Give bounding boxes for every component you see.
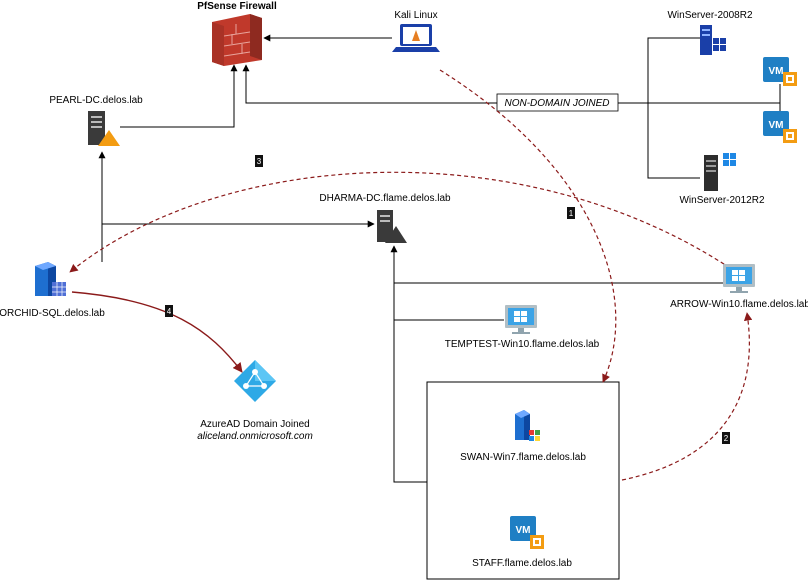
kali-logo-icon: [412, 30, 420, 41]
pearl-dc-node[interactable]: PEARL-DC.delos.lab: [49, 95, 143, 146]
azuread-node[interactable]: AzureAD Domain Joined aliceland.onmicros…: [197, 360, 313, 442]
vm-label: VM: [769, 66, 784, 77]
svg-text:1: 1: [569, 209, 574, 218]
arrow-label: ARROW-Win10.flame.delos.lab: [670, 299, 808, 310]
winserver-2012-node[interactable]: WinServer-2012R2: [679, 153, 765, 206]
winserver-2008-label: WinServer-2008R2: [667, 10, 752, 21]
temptest-node[interactable]: TEMPTEST-Win10.flame.delos.lab: [445, 305, 600, 350]
swan-node[interactable]: SWAN-Win7.flame.delos.lab: [460, 410, 586, 463]
dc-triangle-icon: [385, 226, 407, 243]
attack-paths: [69, 69, 753, 481]
link-pearl-firewall: [120, 64, 238, 128]
step-marker-4: 4: [165, 305, 173, 317]
warning-icon: [98, 130, 120, 146]
vm-badge-icon: [783, 129, 797, 143]
staff-label: STAFF.flame.delos.lab: [472, 558, 572, 569]
orchid-sql-label: ORCHID-SQL.delos.lab: [0, 308, 105, 319]
svg-text:4: 4: [167, 307, 172, 316]
link-winserver-bus: [647, 37, 700, 179]
vm-node-2[interactable]: VM: [763, 111, 797, 143]
azure-ad-icon: [234, 360, 276, 402]
attack-path-4: [71, 291, 243, 373]
vm-label: VM: [769, 120, 784, 131]
temptest-label: TEMPTEST-Win10.flame.delos.lab: [445, 339, 600, 350]
firewall-label: PfSense Firewall: [197, 1, 277, 12]
windows7-server-icon: [515, 410, 540, 441]
step-marker-1: 1: [567, 207, 575, 219]
kali-label: Kali Linux: [394, 10, 437, 21]
swan-label: SWAN-Win7.flame.delos.lab: [460, 452, 586, 463]
vm-badge-icon: [530, 535, 544, 549]
firewall-node[interactable]: PfSense Firewall: [197, 1, 277, 66]
link-lan-dharma: [390, 245, 427, 483]
attack-path-3: [69, 171, 731, 273]
server-icon: [377, 210, 407, 243]
attack-path-2: [621, 312, 753, 481]
vm-badge-icon: [783, 72, 797, 86]
server-icon: [88, 111, 120, 146]
sql-server-icon: [35, 262, 66, 296]
azuread-tenant: aliceland.onmicrosoft.com: [197, 431, 313, 442]
firewall-icon: [212, 14, 262, 66]
dharma-dc-label: DHARMA-DC.flame.delos.lab: [319, 193, 451, 204]
step-marker-3: 3: [255, 155, 263, 167]
azuread-label: AzureAD Domain Joined: [200, 419, 310, 430]
dharma-dc-node[interactable]: DHARMA-DC.flame.delos.lab: [319, 193, 451, 243]
svg-text:3: 3: [257, 157, 262, 166]
winserver-2012-label: WinServer-2012R2: [679, 195, 764, 206]
winserver-2008-node[interactable]: WinServer-2008R2: [667, 10, 753, 55]
vm-label: VM: [516, 525, 531, 536]
pearl-dc-label: PEARL-DC.delos.lab: [49, 95, 143, 106]
laptop-icon: [392, 24, 440, 52]
staff-node[interactable]: VM STAFF.flame.delos.lab: [472, 516, 572, 569]
step-marker-2: 2: [722, 432, 730, 444]
non-domain-label: NON-DOMAIN JOINED: [505, 98, 610, 109]
lan-box: [426, 381, 620, 580]
attack-path-1: [439, 69, 617, 383]
monitor-icon: [505, 305, 537, 334]
orchid-sql-node[interactable]: ORCHID-SQL.delos.lab: [0, 262, 105, 319]
vm-node-1[interactable]: VM: [763, 57, 797, 86]
kali-node[interactable]: Kali Linux: [392, 10, 440, 52]
connections: [98, 34, 781, 483]
monitor-icon: [723, 264, 755, 293]
arrow-node[interactable]: ARROW-Win10.flame.delos.lab: [670, 264, 808, 310]
windows-server-icon: [700, 25, 726, 55]
svg-text:2: 2: [724, 434, 729, 443]
non-domain-label-box: NON-DOMAIN JOINED: [496, 93, 619, 112]
windows-server-icon: [704, 153, 736, 191]
